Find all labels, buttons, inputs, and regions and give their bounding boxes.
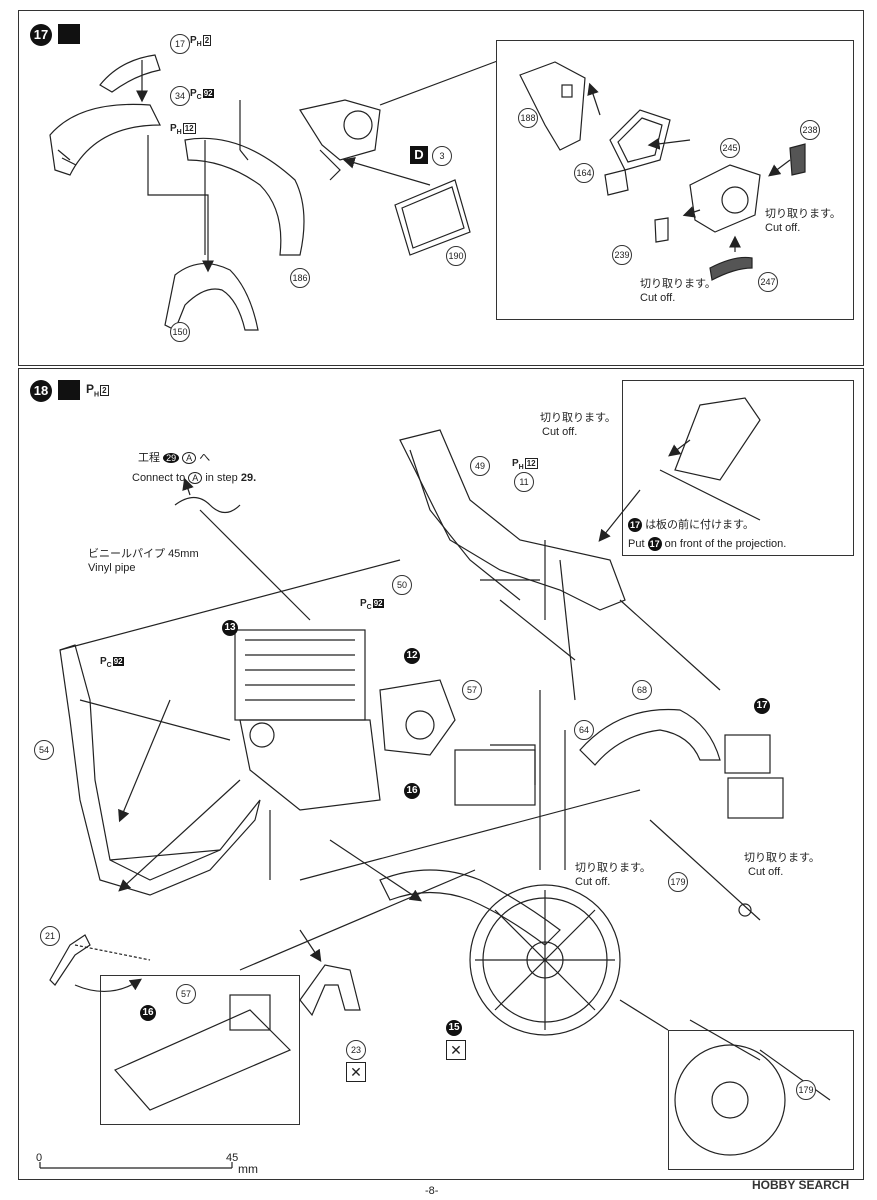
cut-off-note-en-1: Cut off. — [765, 222, 801, 234]
part-11-label: 11 — [514, 472, 534, 492]
inset-note-en-2: on front of the projection. — [664, 538, 787, 550]
page-number: -8- — [425, 1185, 439, 1197]
sprue-d-label: D — [410, 146, 428, 164]
part-179-label: 179 — [668, 872, 688, 892]
part-186-label: 186 — [290, 268, 310, 288]
cut-off-mid-en: Cut off. — [575, 876, 611, 888]
step-18-projection-inset — [622, 380, 854, 556]
connect-en-a: A — [188, 472, 203, 484]
vinyl-pipe-jp: ビニールパイプ 45mm — [88, 548, 199, 561]
part-17-label: 17 — [170, 34, 190, 54]
cut-off-right-en: Cut off. — [748, 866, 784, 878]
part-15-label: 15 — [446, 1020, 462, 1036]
part-57-label: 57 — [462, 680, 482, 700]
connect-note-en: Connect to A in step 29. — [132, 472, 256, 485]
connect-jp-he: へ — [199, 452, 211, 464]
vinyl-length: 45mm — [168, 548, 199, 560]
connect-en-step: 29. — [240, 472, 257, 484]
ph-12-num: 12 — [182, 123, 196, 134]
glue-icon — [58, 380, 80, 400]
no-glue-icon: ✕ — [346, 1062, 366, 1082]
part-188-label: 188 — [518, 108, 538, 128]
pc-92-num-18: 92 — [372, 599, 384, 608]
part-150-label: 150 — [170, 322, 190, 342]
inset-note-jp: 17 は板の前に付けます。 — [628, 518, 754, 532]
part-239-label: 239 — [612, 245, 632, 265]
scale-zero: 0 — [36, 1152, 43, 1164]
part-190-label: 190 — [446, 246, 466, 266]
ph-box-num: 2 — [100, 385, 109, 396]
inset-note-badge-1: 17 — [628, 518, 642, 532]
step-18-badge: 18 — [30, 380, 52, 402]
glue-icon — [58, 24, 80, 44]
ph-12-num-18: 12 — [524, 458, 538, 469]
part-64-label: 64 — [574, 720, 594, 740]
part-21-label: 21 — [40, 926, 60, 946]
scale-unit: mm — [238, 1162, 258, 1176]
part-16-label: 16 — [404, 783, 420, 799]
pc-92-num: 92 — [202, 89, 214, 98]
inset-note-badge-2: 17 — [647, 537, 662, 551]
step-18-hub-inset — [668, 1030, 854, 1170]
connect-en-2: in step — [205, 472, 238, 484]
cut-off-note-jp-1: 切り取ります。 — [765, 208, 841, 220]
part-12-label: 12 — [404, 648, 420, 664]
part-238-label: 238 — [800, 120, 820, 140]
connect-en-1: Connect to — [132, 472, 186, 484]
part-54-label: 54 — [34, 740, 54, 760]
part-245-label: 245 — [720, 138, 740, 158]
inset-note-jp-text: は板の前に付けます。 — [645, 519, 754, 531]
no-glue-icon-15: ✕ — [446, 1040, 466, 1060]
part-247-label: 247 — [758, 272, 778, 292]
sprue-d-number: 3 — [432, 146, 452, 166]
cut-off-note-en-2: Cut off. — [640, 292, 676, 304]
watermark-logo: HOBBY SEARCH — [752, 1178, 850, 1192]
step-17-detail-inset — [496, 40, 854, 320]
cut-off-right-jp: 切り取ります。 — [744, 852, 820, 864]
part-50-label: 50 — [392, 575, 412, 595]
part-49-label: 49 — [470, 456, 490, 476]
part-34-label: 34 — [170, 86, 190, 106]
connect-jp-step: 29 — [163, 453, 180, 463]
inset-note-en-1: Put — [628, 538, 645, 550]
step-18-battery-inset — [100, 975, 300, 1125]
part-17-fender-label: 17 — [754, 698, 770, 714]
connect-jp-text: 工程 — [138, 452, 160, 464]
cut-off-mid-jp: 切り取ります。 — [575, 862, 651, 874]
connect-note-jp: 工程 29 A へ — [138, 452, 210, 465]
cut-off-top-en: Cut off. — [542, 426, 578, 438]
part-164-label: 164 — [574, 163, 594, 183]
step-17-badge: 17 — [30, 24, 52, 46]
part-23-label: 23 — [346, 1040, 366, 1060]
connect-jp-a: A — [182, 452, 197, 464]
pc-92-num-frame: 92 — [112, 657, 124, 666]
part-16b-label: 16 — [140, 1005, 156, 1021]
part-13-label: 13 — [222, 620, 238, 636]
cut-off-note-jp-2: 切り取ります。 — [640, 278, 716, 290]
scale-max: 45 — [226, 1152, 239, 1164]
part-57b-label: 57 — [176, 984, 196, 1004]
ph-2-num: 2 — [202, 35, 212, 46]
part-68-label: 68 — [632, 680, 652, 700]
inset-note-en: Put 17 on front of the projection. — [628, 537, 786, 551]
part-179b-label: 179 — [796, 1080, 816, 1100]
cut-off-top-jp: 切り取ります。 — [540, 412, 616, 424]
vinyl-jp-text: ビニールパイプ — [88, 548, 165, 560]
vinyl-pipe-en: Vinyl pipe — [88, 562, 136, 574]
